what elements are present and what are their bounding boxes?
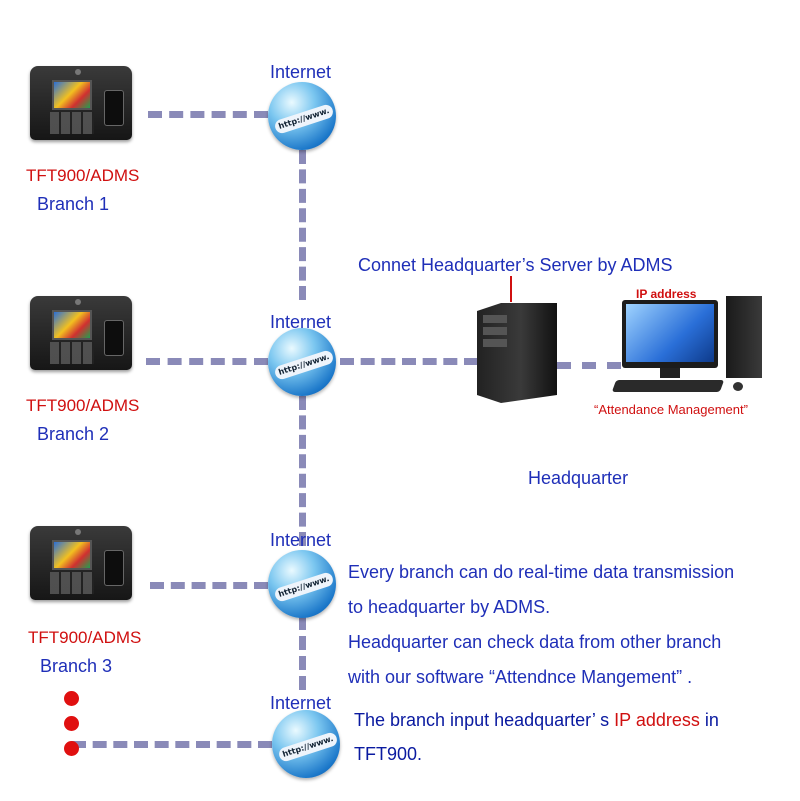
terminal-device-1 (30, 66, 132, 140)
more-dot-2 (64, 716, 79, 731)
software-label: “Attendance Management” (594, 402, 748, 417)
monitor-stand (660, 368, 680, 378)
server-tower-icon (477, 303, 557, 403)
link-branch1 (148, 111, 268, 118)
internet-globe-icon-3: http://www. (268, 550, 336, 618)
branch3-model: TFT900/ADMS (28, 628, 142, 647)
internet-globe-icon-4: http://www. (272, 710, 340, 778)
keyboard-icon (611, 380, 725, 392)
link-branch3 (150, 582, 268, 589)
server-caption: Connet Headquarter’s Server by ADMS (358, 255, 673, 275)
internet-globe-icon-1: http://www. (268, 82, 336, 150)
branch2-model: TFT900/ADMS (26, 396, 140, 415)
link-more-branches (72, 741, 272, 748)
internet-label-2: Internet (270, 312, 332, 332)
more-dot-1 (64, 691, 79, 706)
internet-label-4: Internet (270, 693, 332, 713)
branch1-model: TFT900/ADMS (26, 166, 140, 185)
link-server-pc (557, 362, 621, 369)
link-trunk-1 (299, 150, 306, 300)
mouse-icon (733, 382, 743, 391)
link-branch2 (146, 358, 268, 365)
terminal-device-3 (30, 526, 132, 600)
terminal-device-2 (30, 296, 132, 370)
internet-label-1: Internet (270, 62, 332, 82)
note-line-1: The branch input headquarter’ s IP addre… (354, 710, 719, 730)
pc-tower-icon (726, 296, 762, 378)
note-ip-address: IP address (614, 710, 700, 730)
monitor-icon (622, 300, 718, 368)
link-trunk-3 (299, 616, 306, 690)
description-line-3: Headquarter can check data from other br… (348, 632, 722, 652)
branch1-name: Branch 1 (37, 194, 110, 214)
branch2-name: Branch 2 (37, 424, 110, 444)
caption-pointer (510, 276, 512, 302)
description-line-2: to headquarter by ADMS. (348, 597, 551, 617)
note-line-2: TFT900. (354, 744, 423, 764)
branch3-name: Branch 3 (40, 656, 113, 676)
link-trunk-2 (299, 396, 306, 546)
description-line-1: Every branch can do real-time data trans… (348, 562, 735, 582)
internet-label-3: Internet (270, 530, 332, 550)
headquarter-label: Headquarter (528, 468, 629, 488)
ip-address-label: IP address (636, 287, 697, 301)
description-line-4: with our software “Attendnce Mangement” … (348, 667, 693, 687)
more-dot-3 (64, 741, 79, 756)
link-to-server (340, 358, 478, 365)
internet-globe-icon-2: http://www. (268, 328, 336, 396)
